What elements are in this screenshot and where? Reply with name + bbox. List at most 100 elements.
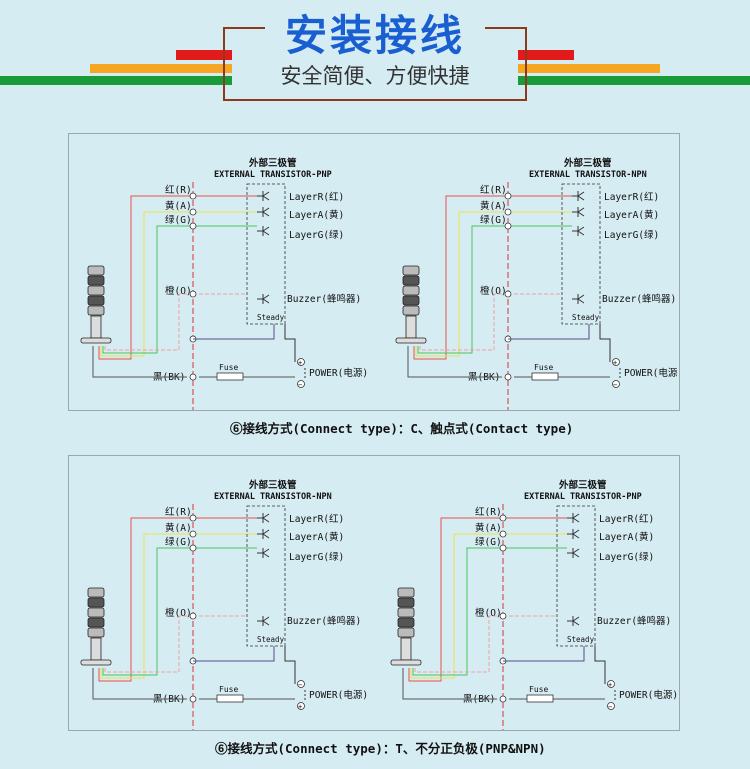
wire-label-green: 绿(G) [165, 536, 192, 548]
wire-yellow [100, 533, 257, 679]
wire-label-yellow: 黄(A) [480, 200, 507, 212]
wire-common [284, 324, 296, 362]
transistor-block [561, 183, 601, 325]
junction-node [189, 695, 197, 703]
lamp-segment [402, 295, 420, 306]
fuse-label: Fuse [219, 685, 238, 694]
wire-label-green: 绿(G) [480, 214, 507, 226]
lamp-segment [402, 275, 420, 286]
red-stripe-right [518, 50, 574, 60]
junction-node [504, 192, 512, 200]
lamp-segment [397, 587, 415, 598]
power-terminal-bottom [297, 380, 305, 388]
wire-label-yellow: 黄(A) [165, 200, 192, 212]
layer-a-label: LayerA(黄) [599, 531, 654, 543]
power-terminal-bottom [607, 702, 615, 710]
wire-red [98, 195, 257, 360]
layer-a-switch [567, 529, 580, 539]
junction-node [189, 290, 197, 298]
lamp-segment [87, 607, 105, 618]
wire-return [503, 646, 585, 662]
layer-r-label: LayerR(红) [289, 191, 344, 203]
lamp-segment [87, 305, 105, 316]
wire-label-green: 绿(G) [475, 536, 502, 548]
power-label: POWER(电源) [619, 689, 678, 701]
lamp-pole [90, 315, 102, 339]
page-subtitle: 安全简便、方便快捷 [280, 64, 470, 88]
junction-node [499, 514, 507, 522]
wire-label-red: 红(R) [475, 506, 502, 518]
caption-contact-type: ⑥接线方式(Connect type)：C、触点式(Contact type) [230, 421, 574, 436]
caption-nonpolar-type: ⑥接线方式(Connect type)：T、不分正负极(PNP&NPN) [215, 741, 546, 756]
fuse-label: Fuse [219, 363, 238, 372]
lamp-segment [87, 285, 105, 296]
layer-g-label: LayerG(绿) [289, 229, 344, 241]
heading-en: EXTERNAL TRANSISTOR-PNP [524, 492, 642, 502]
junction-node [189, 222, 197, 230]
wire-common [594, 646, 606, 684]
lamp-segment [397, 607, 415, 618]
power-sign-top: + [613, 359, 617, 367]
layer-r-switch [567, 513, 580, 523]
wire-return [508, 324, 590, 340]
green-stripe-right [518, 76, 750, 85]
junction-node [499, 695, 507, 703]
layer-g-label: LayerG(绿) [289, 551, 344, 563]
layer-r-label: LayerR(红) [289, 513, 344, 525]
wire-return [193, 324, 275, 340]
junction-node [189, 530, 197, 538]
power-terminal-bottom [297, 702, 305, 710]
wire-common [599, 324, 611, 362]
power-terminal-top [297, 358, 305, 366]
power-label: POWER(电源) [624, 367, 679, 379]
junction-node [504, 222, 512, 230]
lamp-segment [397, 627, 415, 638]
junction-node [499, 530, 507, 538]
layer-r-label: LayerR(红) [604, 191, 659, 203]
wire-red [413, 195, 572, 360]
junction-node [504, 373, 512, 381]
wire-label-yellow: 黄(A) [165, 522, 192, 534]
page-title: 安装接线 [284, 11, 465, 60]
heading-cn: 外部三极管 [248, 157, 297, 169]
wire-orange [104, 293, 187, 351]
layer-g-switch [257, 226, 270, 236]
layer-a-switch [257, 207, 270, 217]
buzzer-label: Buzzer(蜂鸣器) [597, 615, 671, 627]
lamp-segment [87, 275, 105, 286]
wire-black [92, 668, 187, 700]
header: 安装接线 安全简便、方便快捷 [0, 0, 750, 110]
layer-r-switch [257, 191, 270, 201]
lamp-pole [405, 315, 417, 339]
wire-yellow [100, 211, 257, 357]
lamp-pole [90, 637, 102, 661]
junction-node [504, 208, 512, 216]
steady-label: Steady [567, 635, 595, 644]
heading-en: EXTERNAL TRANSISTOR-NPN [529, 170, 647, 180]
transistor-block [246, 183, 286, 325]
power-sign-top: − [298, 681, 302, 689]
lamp-segment [402, 265, 420, 276]
wire-orange [419, 293, 502, 351]
power-sign-bottom: + [298, 703, 302, 711]
layer-a-switch [572, 207, 585, 217]
lamp-segment [87, 617, 105, 628]
power-terminal-bottom [612, 380, 620, 388]
lamp-segment [87, 587, 105, 598]
lamp-base [390, 659, 422, 666]
layer-a-switch [257, 529, 270, 539]
lamp-segment [87, 295, 105, 306]
title-frame [223, 27, 527, 101]
junction-node [189, 544, 197, 552]
layer-g-switch [257, 548, 270, 558]
layer-r-switch [572, 191, 585, 201]
junction-node [189, 612, 197, 620]
wire-black [402, 668, 497, 700]
lamp-base [80, 659, 112, 666]
wire-red [98, 517, 257, 682]
layer-a-label: LayerA(黄) [289, 531, 344, 543]
heading-cn: 外部三极管 [563, 157, 612, 169]
